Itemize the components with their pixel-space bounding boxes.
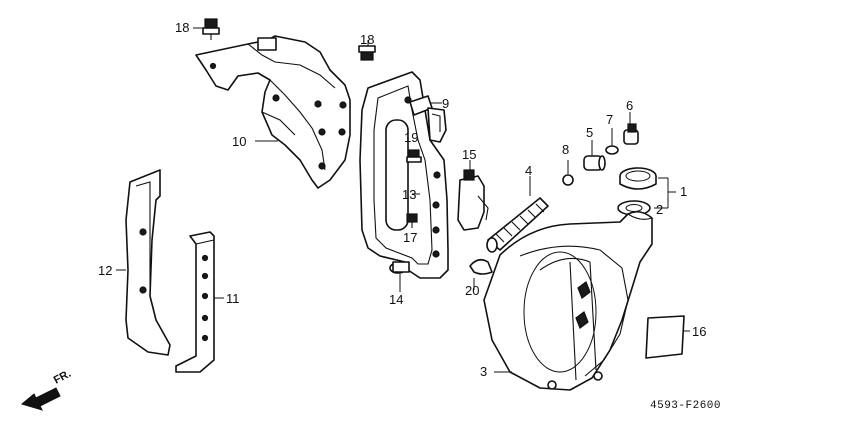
gasket-2 [617, 200, 651, 216]
callout-15: 15 [462, 147, 476, 162]
frame-bracket-13 [359, 71, 449, 279]
cap-fitting-6 [623, 112, 639, 145]
rubber-strip-11 [175, 231, 224, 373]
bolt-18-left [202, 18, 220, 40]
label-16 [645, 315, 690, 359]
hose-clip-20 [469, 258, 493, 290]
callout-11: 11 [226, 291, 240, 306]
o-ring-7 [605, 128, 619, 155]
clamp-8 [562, 160, 574, 186]
callout-5: 5 [586, 125, 593, 140]
front-indicator-label: FR. [52, 368, 73, 387]
callout-10: 10 [232, 134, 246, 149]
callout-4: 4 [525, 163, 532, 178]
collar-14 [389, 261, 410, 292]
clip-9 [427, 107, 447, 143]
oil-tank-3 [483, 210, 653, 391]
callout-18-left: 18 [175, 20, 189, 35]
side-cover-12 [116, 169, 171, 356]
bolt-18-middle [358, 45, 376, 61]
joint-5 [583, 140, 606, 171]
callout-13: 13 [402, 187, 416, 202]
bolt-17 [406, 213, 418, 228]
callout-18-middle: 18 [360, 32, 374, 47]
bolt-19 [406, 149, 422, 163]
group-bracket-1-2 [654, 177, 676, 209]
connector-15 [457, 160, 489, 231]
callout-1: 1 [680, 184, 687, 199]
callout-7: 7 [606, 112, 613, 127]
callout-3: 3 [480, 364, 487, 379]
callout-2: 2 [656, 202, 663, 217]
filler-cap-1 [619, 167, 657, 190]
callout-17: 17 [403, 230, 417, 245]
callout-20: 20 [465, 283, 479, 298]
callout-19: 19 [404, 130, 418, 145]
callout-14: 14 [389, 292, 403, 307]
callout-6: 6 [626, 98, 633, 113]
callout-9: 9 [442, 96, 449, 111]
front-arrow-icon [20, 387, 61, 411]
callout-8: 8 [562, 142, 569, 157]
callout-16: 16 [692, 324, 706, 339]
diagram-code: 4593-F2600 [650, 400, 721, 412]
callout-12: 12 [98, 263, 112, 278]
bracket-cover-10 [195, 35, 351, 189]
hose-4 [486, 176, 549, 253]
